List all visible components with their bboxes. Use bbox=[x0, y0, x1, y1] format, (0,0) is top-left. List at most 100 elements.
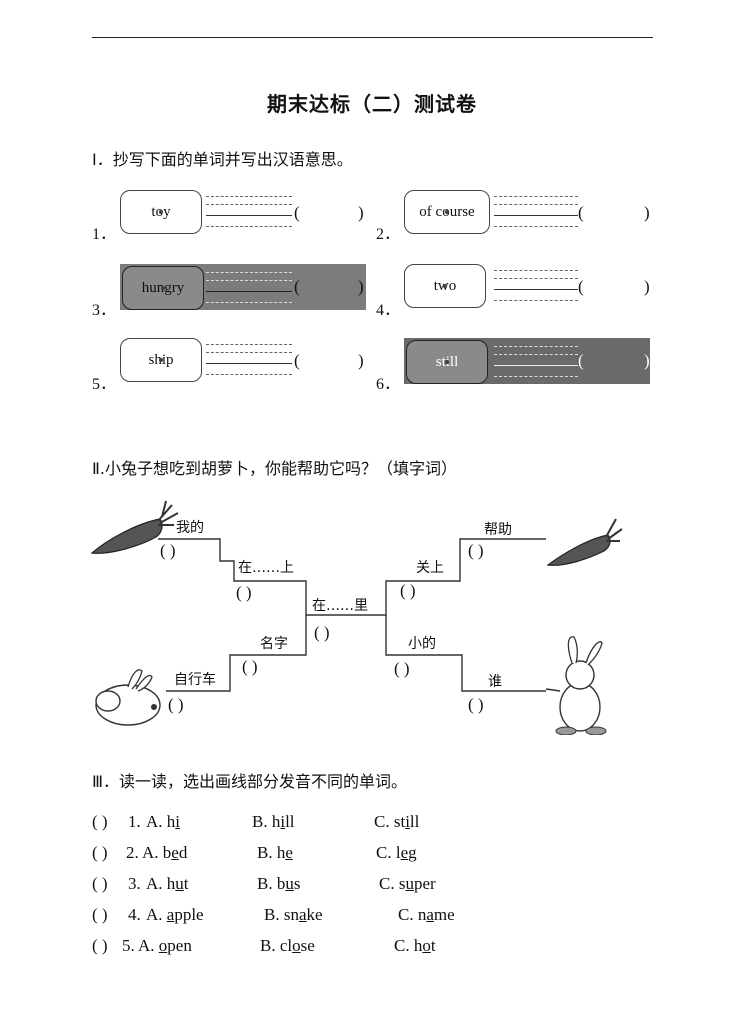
option-a: A. apple bbox=[146, 905, 204, 924]
copy-line bbox=[206, 226, 292, 227]
carrot-stairs-figure: 我的 ( ) 在……上 ( ) 在……里 ( ) 名字 ( ) 自行车 ( ) … bbox=[88, 495, 628, 736]
option-c: C. hot bbox=[394, 936, 436, 955]
item-number: 1． bbox=[92, 226, 117, 243]
copy-line bbox=[494, 376, 578, 377]
label-in: 在……里 bbox=[312, 598, 368, 614]
meaning-paren-close: ) bbox=[644, 277, 650, 296]
blank-help[interactable]: ( ) bbox=[468, 541, 484, 560]
option-c: C. leg bbox=[376, 843, 417, 862]
blank-bike[interactable]: ( ) bbox=[168, 695, 184, 714]
copy-line bbox=[494, 226, 578, 227]
item-number: 3． bbox=[92, 302, 117, 319]
vocab-item-3: 3． hungry ( ) bbox=[92, 264, 372, 319]
word-box: hungry bbox=[122, 266, 204, 310]
copy-line bbox=[206, 215, 292, 216]
blank-name[interactable]: ( ) bbox=[242, 657, 258, 676]
answer-paren[interactable]: ( ) bbox=[92, 812, 108, 831]
label-name: 名字 bbox=[260, 636, 288, 652]
label-small: 小的 bbox=[408, 636, 436, 652]
stairs-diagram bbox=[90, 500, 623, 736]
page-title: 期末达标（二）测试卷 bbox=[267, 92, 477, 116]
meaning-paren-open: ( bbox=[578, 277, 584, 296]
blank-in[interactable]: ( ) bbox=[314, 623, 330, 642]
option-b: B. he bbox=[257, 843, 293, 862]
blank-who[interactable]: ( ) bbox=[468, 695, 484, 714]
meaning-paren-open: ( bbox=[294, 351, 300, 370]
carrot-right-icon bbox=[546, 518, 623, 566]
option-b: B. close bbox=[260, 936, 315, 955]
copy-line bbox=[206, 204, 292, 205]
answer-paren[interactable]: ( ) bbox=[92, 874, 108, 893]
meaning-paren-open: ( bbox=[578, 351, 584, 370]
vocab-item-2: 2． of course ( ) bbox=[376, 190, 656, 243]
copy-line bbox=[494, 365, 578, 366]
word-box: still bbox=[406, 340, 488, 384]
phonics-row: ( ) 1. A. hi B. hill C. still bbox=[92, 812, 612, 838]
meaning-paren-close: ) bbox=[358, 351, 364, 370]
label-bike: 自行车 bbox=[174, 672, 216, 688]
copy-line bbox=[494, 196, 578, 197]
option-a: A. open bbox=[138, 936, 192, 955]
meaning-paren-open: ( bbox=[578, 203, 584, 222]
blank-close[interactable]: ( ) bbox=[400, 581, 416, 600]
copy-line bbox=[494, 204, 578, 205]
word-box: of course bbox=[404, 190, 490, 234]
label-who: 谁 bbox=[488, 674, 502, 690]
label-on: 在……上 bbox=[238, 560, 294, 576]
carrot-left-icon bbox=[90, 500, 179, 554]
word-text: hungry bbox=[141, 279, 185, 296]
item-number: 4． bbox=[376, 302, 401, 319]
meaning-paren-close: ) bbox=[358, 203, 364, 222]
rabbit-right-icon bbox=[545, 636, 607, 736]
vocab-item-4: 4． two ( ) bbox=[376, 264, 656, 319]
copy-line bbox=[206, 344, 292, 345]
label-help: 帮助 bbox=[484, 522, 512, 538]
blank-on[interactable]: ( ) bbox=[236, 583, 252, 602]
copy-line bbox=[206, 291, 292, 292]
word-text: still bbox=[435, 353, 459, 370]
question-number: 3. bbox=[128, 874, 141, 893]
word-text: two bbox=[433, 277, 457, 294]
option-b: B. hill bbox=[252, 812, 295, 831]
item-number: 2． bbox=[376, 226, 401, 243]
phonics-row: ( ) 3. A. hut B. bus C. super bbox=[92, 874, 612, 900]
label-mine: 我的 bbox=[176, 520, 204, 536]
copy-line bbox=[494, 270, 578, 271]
header-rule bbox=[92, 37, 653, 38]
copy-line bbox=[206, 302, 292, 303]
vocab-item-1: 1． toy ( ) bbox=[92, 190, 372, 243]
option-c: C. still bbox=[374, 812, 420, 831]
option-a: A. bed bbox=[142, 843, 188, 862]
blank-small[interactable]: ( ) bbox=[394, 659, 410, 678]
meaning-paren-open: ( bbox=[294, 203, 300, 222]
label-close: 关上 bbox=[416, 560, 444, 576]
answer-paren[interactable]: ( ) bbox=[92, 843, 108, 862]
section2-heading: Ⅱ.小兔子想吃到胡萝卜，你能帮助它吗？（填字词） bbox=[92, 459, 457, 478]
answer-paren[interactable]: ( ) bbox=[92, 936, 108, 955]
phonics-row: ( ) 5. A. open B. close C. hot bbox=[92, 936, 612, 962]
word-text: of course bbox=[419, 203, 475, 220]
word-text: toy bbox=[151, 203, 171, 220]
option-b: B. bus bbox=[257, 874, 301, 893]
copy-line bbox=[206, 272, 292, 273]
option-a: A. hi bbox=[146, 812, 181, 831]
word-box: toy bbox=[120, 190, 202, 234]
copy-line bbox=[206, 363, 292, 364]
meaning-paren-close: ) bbox=[644, 203, 650, 222]
copy-line bbox=[206, 280, 292, 281]
vocab-item-5: 5． ship ( ) bbox=[92, 338, 372, 393]
copy-line bbox=[494, 300, 578, 301]
rabbit-left-icon bbox=[95, 669, 161, 726]
option-b: B. snake bbox=[264, 905, 323, 924]
option-a: A. hut bbox=[146, 874, 189, 893]
phonics-row: ( ) 4. A. apple B. snake C. name bbox=[92, 905, 612, 931]
blank-mine[interactable]: ( ) bbox=[160, 541, 176, 560]
phonics-row: ( ) 2. A. bed B. he C. leg bbox=[92, 843, 612, 869]
copy-line bbox=[494, 215, 578, 216]
copy-line bbox=[206, 352, 292, 353]
item-number: 6． bbox=[376, 376, 401, 393]
copy-line bbox=[494, 278, 578, 279]
answer-paren[interactable]: ( ) bbox=[92, 905, 108, 924]
vocab-item-6: 6． still ( ) bbox=[376, 338, 656, 393]
copy-line bbox=[494, 289, 578, 290]
